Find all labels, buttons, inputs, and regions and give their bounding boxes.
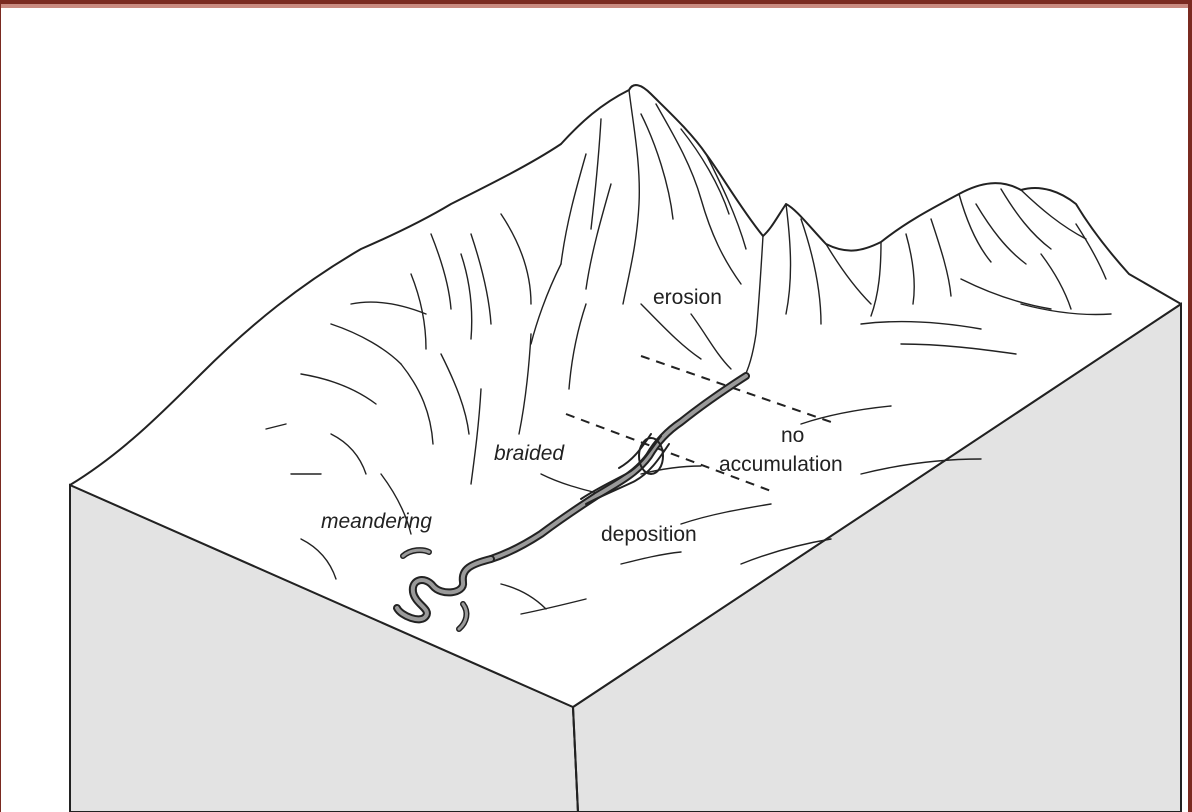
label-braided: braided (494, 442, 565, 465)
block-front-edge (572, 706, 579, 812)
label-erosion: erosion (653, 286, 722, 309)
label-deposition: deposition (601, 523, 697, 546)
terrain-hachures (265, 89, 1112, 615)
label-accumulation: accumulation (719, 453, 843, 476)
river-zones-block-diagram: erosion no accumulation braided meanderi… (69, 84, 1182, 812)
zone-boundaries (565, 355, 832, 492)
landscape-top-surface (69, 84, 1182, 708)
river-channel (393, 372, 750, 632)
label-no: no (781, 424, 804, 447)
label-meandering: meandering (321, 510, 432, 533)
